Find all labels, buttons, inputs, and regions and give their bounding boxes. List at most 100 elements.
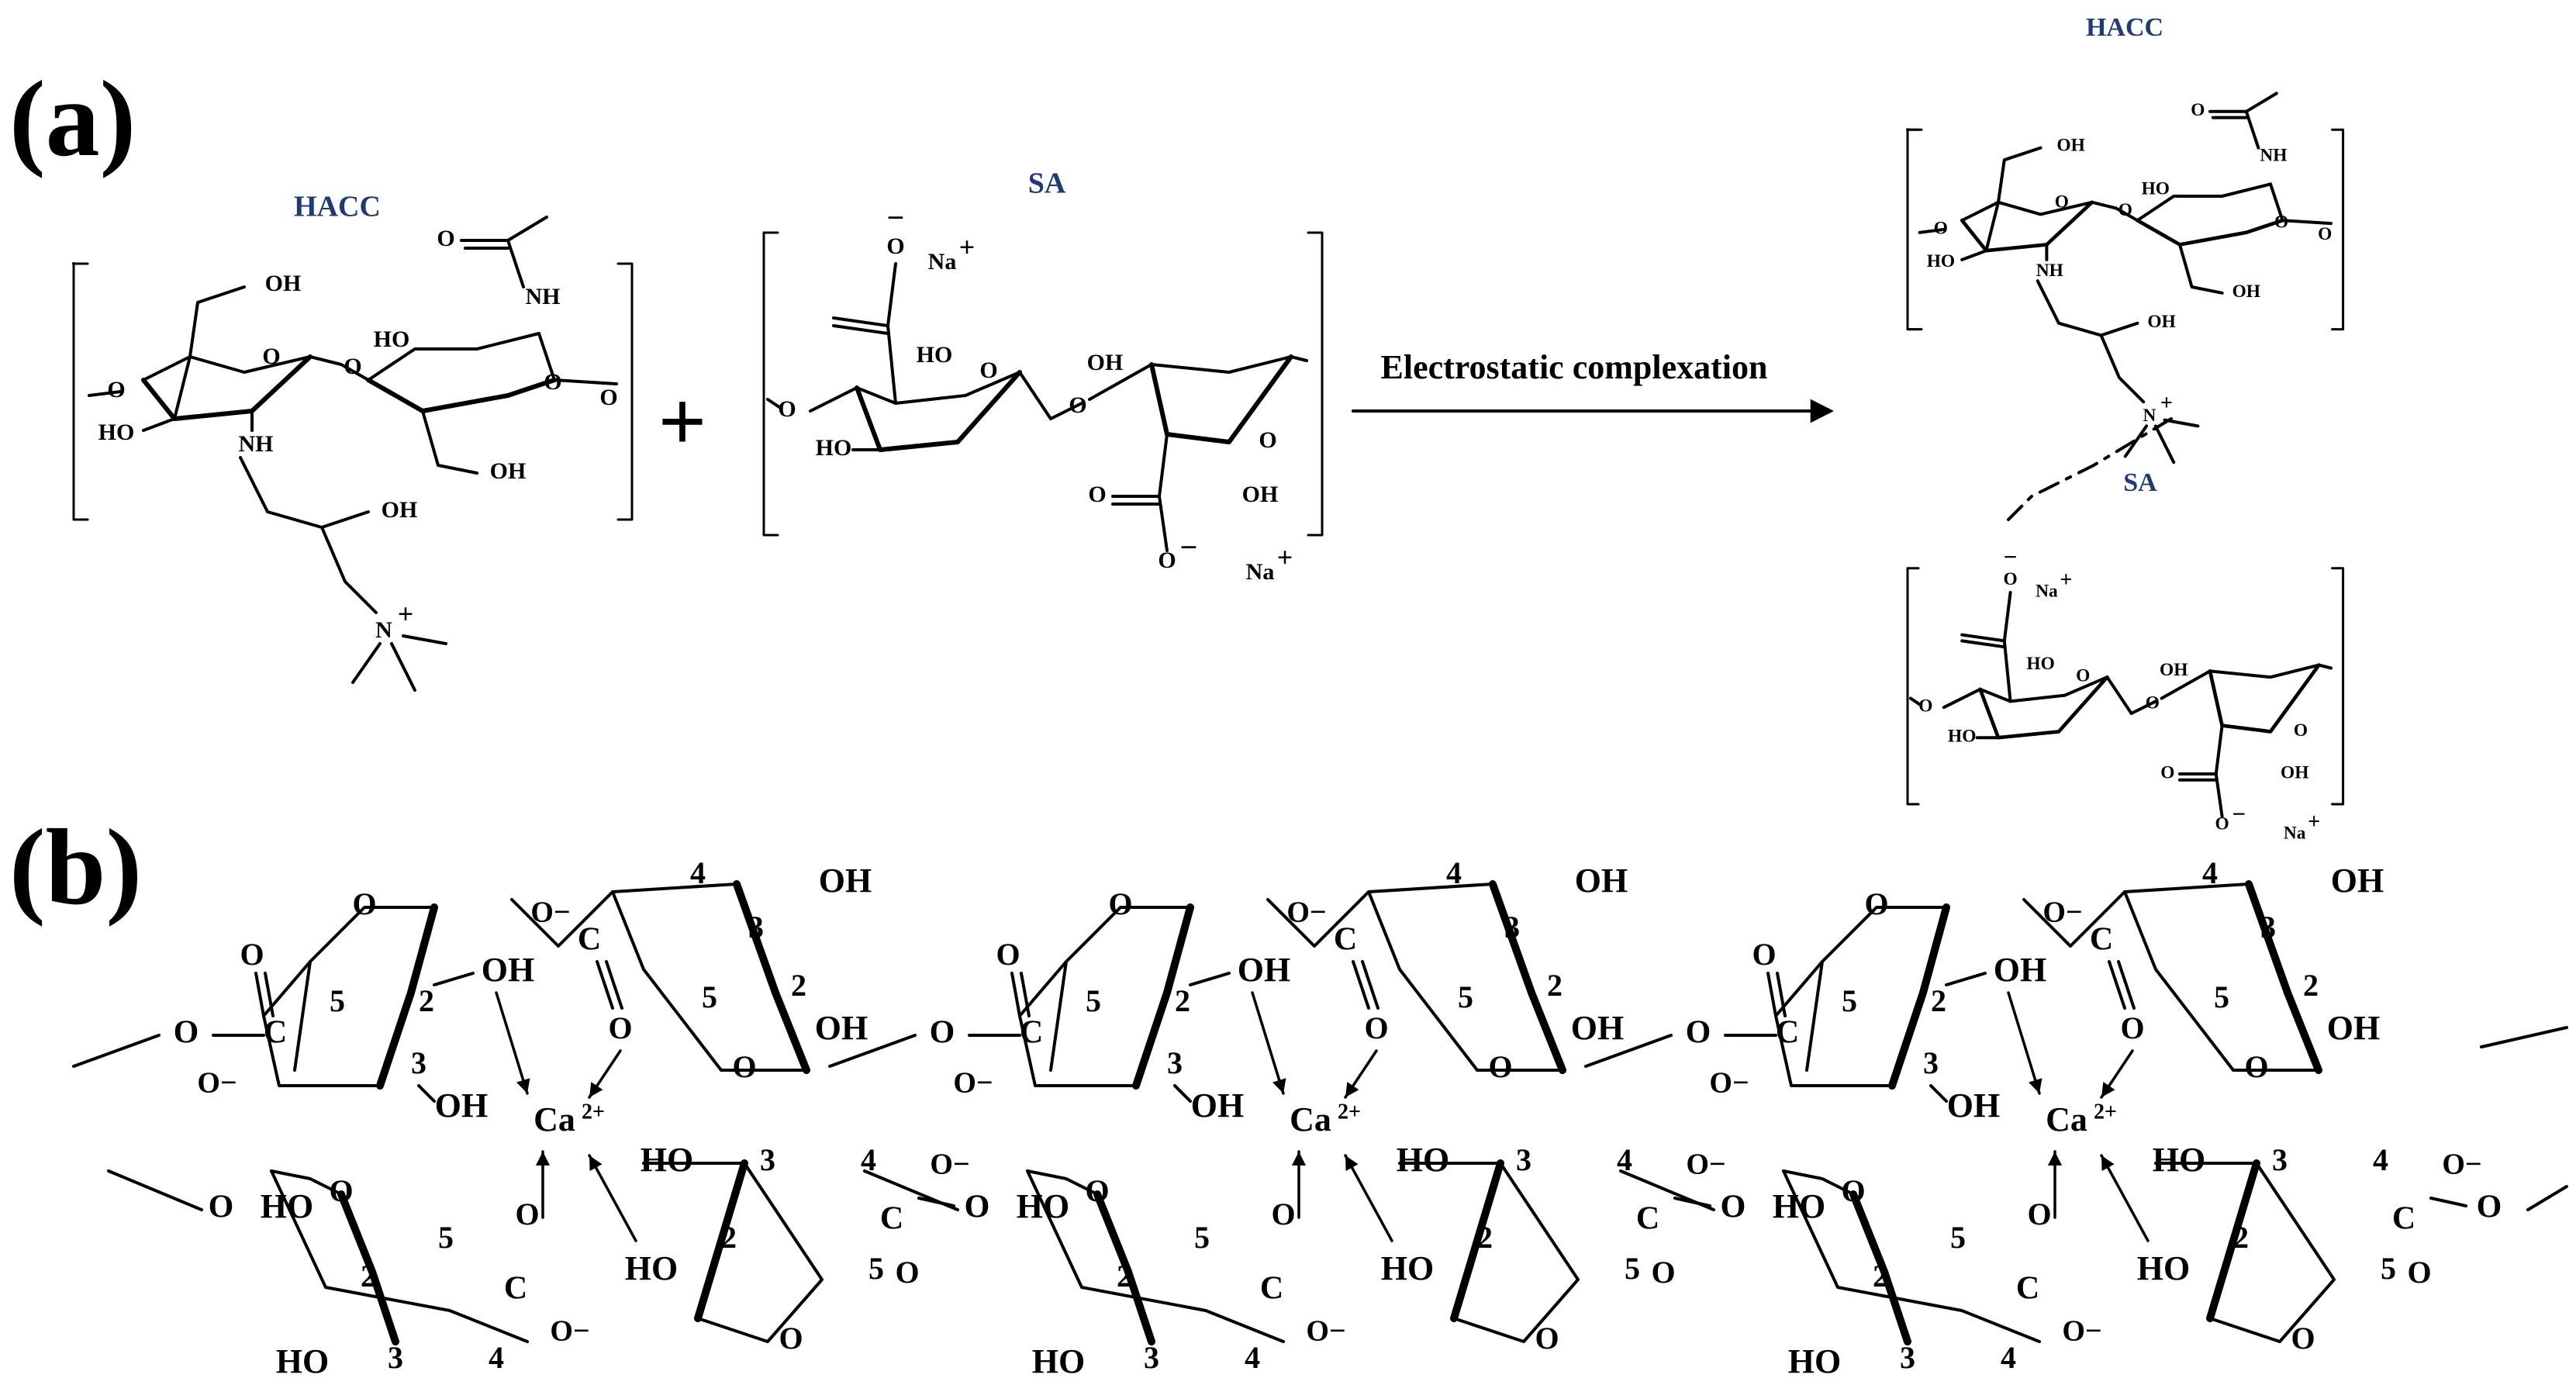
eggbox-1-num4-b: 4 [1446, 855, 1462, 890]
sa-p-glycosidic-o: O [2146, 693, 2160, 713]
eggbox-2-num2-c: 2 [1873, 1259, 1888, 1294]
eggbox-2-top-ring-b [2022, 883, 2250, 948]
eggbox-1-coord-1 [1251, 991, 1285, 1095]
eggbox-2-oh-3a: OH [1947, 1086, 2000, 1124]
hacc-a-quat-n-charge: + [398, 598, 414, 629]
hacc-a-sidechain-oh-label: OH [382, 497, 418, 523]
hacc-p-bracket-right [2331, 128, 2345, 331]
hacc-a-ring1-bottom [141, 354, 313, 421]
eggbox-1-link-o-c: O [965, 1190, 990, 1225]
eggbox-1-oh-3a-bond [1173, 1084, 1192, 1103]
eggbox-2-c-b-double [2108, 960, 2126, 1010]
hacc-p-ring1-nh: NH [2036, 261, 2063, 281]
eggbox-0-oh-3a: OH [435, 1086, 488, 1124]
panel-label-a: (a) [9, 59, 136, 179]
wedge-bonds [516, 399, 2115, 1171]
eggbox-1-oh-2a-bond [1189, 972, 1231, 986]
eggbox-1-num2-a: 2 [1175, 983, 1190, 1018]
sa-p-na1: Na [2036, 581, 2058, 601]
eggbox-1-top-ring-b-lower [1367, 890, 1564, 1072]
hacc-a-acetyl-o: O [437, 226, 454, 251]
eggbox-1-c-d-o: O [1651, 1255, 1675, 1290]
eggbox-0-coord-3-head [535, 1152, 551, 1166]
eggbox-2-bot-ring-a-bold [1849, 1190, 1911, 1345]
sa-p-link-left [1908, 696, 1922, 706]
sa-a-coo-o: O [886, 233, 904, 259]
eggbox-2-num3-a: 3 [1923, 1045, 1939, 1080]
hacc-a-glycosidic-o: O [344, 354, 361, 379]
eggbox-2-top-ring-b-bold [2245, 880, 2322, 1074]
eggbox-2-bot-ring-a-top [1782, 1169, 1855, 1196]
eggbox-1-oh-2b: OH [1571, 1009, 1624, 1047]
hacc-a-ring2-o: O [544, 369, 561, 395]
eggbox-1-num5-b: 5 [1458, 979, 1473, 1014]
eggbox-2-bot-ring-b-bold [2206, 1159, 2260, 1322]
eggbox-2-c-d: C [2392, 1201, 2415, 1237]
eggbox-1-bot-ring-a-bold [1093, 1190, 1155, 1345]
reaction-arrow-head [1810, 399, 1834, 423]
eggbox-0-top-ring-b-lower [611, 890, 808, 1072]
eggbox-1-coord-1-head [1272, 1078, 1286, 1093]
sa-a-na2-charge: + [1277, 541, 1293, 572]
eggbox-1-bot-a-o: O [1085, 1173, 1109, 1208]
eggbox-1-top-ring-b-bold [1489, 880, 1566, 1074]
hacc-p-link-left [1918, 227, 1946, 234]
eggbox-0-c-a-double [254, 972, 265, 1017]
eggbox-0-num5-c: 5 [438, 1220, 454, 1255]
hacc-p-ring2-side [2269, 182, 2284, 223]
eggbox-1-ho-c: HO [1017, 1187, 1069, 1225]
eggbox-0-num3-c: 3 [388, 1340, 403, 1375]
sa-p-coo-o-minus: − [2004, 543, 2018, 570]
hacc-p-acetyl-o: O [2191, 100, 2205, 120]
hacc-a-link-left [88, 390, 122, 397]
sa-p-na2-charge: + [2308, 810, 2320, 834]
sa-a-ring1-ho-top: HO [917, 342, 953, 368]
eggbox-0-bot-ring-a-lower [270, 1169, 529, 1343]
hacc-p-ring2-oh-bottom: OH [2232, 282, 2260, 302]
eggbox-1-bot-b-o: O [1535, 1321, 1559, 1356]
hacc-a-bracket-left [72, 262, 89, 521]
sa-p-ring1-ho: HO [1948, 727, 1976, 747]
hacc-p-ring2-ch2oh [2178, 243, 2224, 295]
eggbox-1-oh-3a: OH [1191, 1086, 1244, 1124]
eggbox-2-bot-ring-a-lower [1782, 1169, 2041, 1343]
eggbox-2-num5-a: 5 [1842, 983, 1857, 1018]
sa-a-ring2-bottom [1149, 354, 1293, 444]
hacc-a-bracket-right [616, 262, 634, 521]
eggbox-1-coord-4 [1344, 1154, 1393, 1242]
hacc-a-ring1-o: O [262, 344, 280, 369]
sa-p-bracket-left [1906, 567, 1920, 806]
eggbox-2-c-b-o: O [2120, 1010, 2144, 1045]
hacc-p-ring2-ho: HO [2142, 179, 2170, 199]
sa-p-coo-double-2 [1960, 639, 2006, 649]
eggbox-1-ring-b-o: O [1488, 1049, 1512, 1084]
eggbox-0-num2-d: 2 [721, 1220, 737, 1255]
hacc-a-n-methyl-3 [390, 642, 416, 692]
hacc-a-ring1-side [173, 355, 192, 420]
eggbox-0-ring-b-o: O [732, 1049, 756, 1084]
hacc-a-sidechain [239, 456, 378, 614]
sa-p-ring2-top [2160, 663, 2321, 700]
panel-label-b: (b) [9, 807, 142, 927]
hacc-p-ring1-side [1984, 200, 2000, 253]
eggbox-0-bot-ring-b-bold [694, 1159, 748, 1322]
eggbox-1-num3-a: 3 [1167, 1045, 1183, 1080]
eggbox-2-num5-d: 5 [2381, 1251, 2396, 1286]
sa-p-link-left-o: O [1918, 696, 1932, 717]
eggbox-0-num4-c: 4 [489, 1340, 504, 1375]
eggbox-0-c-b-double [596, 960, 614, 1010]
eggbox-0-ring-a-o: O [352, 886, 376, 921]
eggbox-1-c-a-ominus: O− [953, 1067, 993, 1100]
eggbox-1-c-b-double [1352, 960, 1370, 1010]
sa-a-ring1-bottom [855, 370, 1022, 452]
eggbox-2-c-c: C [2016, 1271, 2039, 1307]
eggbox-0-c-d-ominus: O− [930, 1148, 969, 1181]
eggbox-2-top-ring-a [1805, 906, 1948, 1072]
hacc-p-ring1-o: O [2055, 192, 2069, 212]
eggbox-1-c-b-ominus: O− [1286, 896, 1326, 929]
eggbox-2-top-ring-b-lower [2123, 890, 2320, 1072]
eggbox-2-link-o-d: O [2477, 1190, 2502, 1225]
hacc-a-link-right [553, 378, 618, 385]
eggbox-1-oh-3b: OH [1575, 862, 1628, 900]
